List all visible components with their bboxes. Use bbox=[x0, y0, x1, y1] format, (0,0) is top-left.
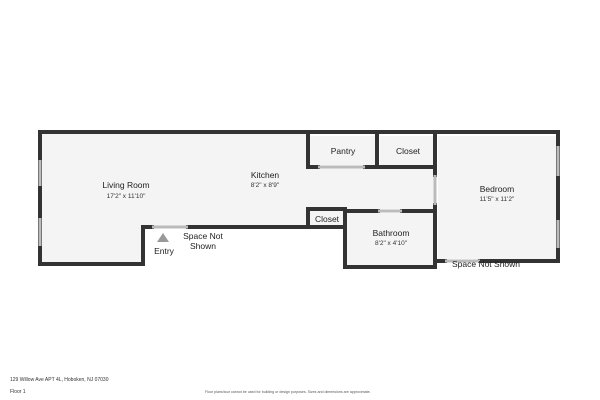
closet-top-label: Closet bbox=[396, 146, 421, 156]
living-room-label: Living Room bbox=[102, 180, 149, 190]
closet-small-label: Closet bbox=[315, 214, 340, 224]
closet-top-floor bbox=[380, 136, 433, 165]
floor-fills bbox=[42, 134, 556, 265]
windows bbox=[38, 146, 560, 263]
bedroom-dims: 11'5" x 11'2" bbox=[480, 196, 515, 203]
pantry-label: Pantry bbox=[331, 146, 356, 156]
bedroom-label: Bedroom bbox=[480, 184, 515, 194]
pantry-floor bbox=[310, 136, 375, 165]
closet-small-floor bbox=[310, 211, 343, 227]
entry-arrow-icon bbox=[157, 233, 169, 242]
kitchen-label: Kitchen bbox=[251, 170, 280, 180]
space-not-shown-right-label: Space Not Shown bbox=[452, 259, 520, 269]
living-room-dims: 17'2" x 11'10" bbox=[107, 193, 146, 200]
bathroom-floor bbox=[347, 213, 433, 265]
disclaimer-text: Floor plans/tour cannot be used for buil… bbox=[205, 390, 371, 394]
entry-label: Entry bbox=[154, 246, 175, 256]
living-kitchen-floor bbox=[42, 134, 435, 262]
address-text: 129 Willow Ave APT 4L, Hoboken, NJ 07030 bbox=[10, 377, 109, 383]
space-not-shown-left-line1: Space Not bbox=[183, 231, 223, 241]
bedroom-floor bbox=[438, 136, 556, 259]
space-not-shown-left-line2: Shown bbox=[190, 241, 216, 251]
kitchen-dims: 8'2" x 8'9" bbox=[251, 182, 280, 189]
bathroom-dims: 8'2" x 4'10" bbox=[375, 240, 408, 247]
bathroom-label: Bathroom bbox=[373, 228, 410, 238]
floor-label: Floor 1 bbox=[10, 389, 26, 395]
